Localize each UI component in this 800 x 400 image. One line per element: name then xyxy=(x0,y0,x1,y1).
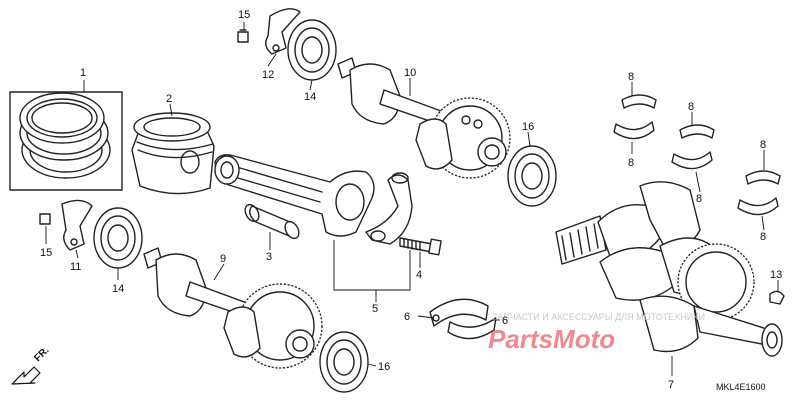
watermark-logo: PartsMoto xyxy=(488,324,615,354)
callout-8-c: 8 xyxy=(688,101,694,113)
rod-bolt[interactable] xyxy=(399,237,442,256)
callout-11: 11 xyxy=(70,261,81,273)
callout-16-lower: 16 xyxy=(378,361,390,373)
watermark-tagline: ЗАПЧАСТИ И АКСЕССУАРЫ ДЛЯ МОТОТЕХНИКИ xyxy=(492,312,705,322)
bearing-16-upper[interactable] xyxy=(507,145,557,207)
direction-label: FR. xyxy=(32,345,51,364)
bearing-16-lower[interactable] xyxy=(319,331,369,393)
bolt-lower[interactable] xyxy=(39,213,51,225)
callout-7: 7 xyxy=(668,379,674,391)
callout-15-upper: 15 xyxy=(238,9,250,21)
callout-1: 1 xyxy=(80,67,86,79)
callout-5: 5 xyxy=(372,303,378,315)
callout-8-a: 8 xyxy=(628,71,634,83)
callout-12: 12 xyxy=(262,69,274,81)
rod-bearing[interactable] xyxy=(429,298,497,340)
balancer-shaft-upper[interactable] xyxy=(337,57,511,179)
callout-8-d: 8 xyxy=(696,193,702,205)
callout-9: 9 xyxy=(220,253,226,265)
callout-6-right: 6 xyxy=(502,315,508,327)
callout-14-upper: 14 xyxy=(304,91,316,103)
rod-cap[interactable] xyxy=(365,172,413,245)
direction-arrow-icon xyxy=(11,366,41,385)
setting-plate-upper[interactable] xyxy=(265,8,301,55)
piston-pin[interactable] xyxy=(242,202,301,241)
front-direction-indicator: FR. xyxy=(11,345,52,385)
bolt-upper[interactable] xyxy=(237,29,249,43)
watermark: ЗАПЧАСТИ И АКСЕССУАРЫ ДЛЯ МОТОТЕХНИКИ Pa… xyxy=(488,312,705,354)
main-bearing-shells[interactable] xyxy=(613,94,781,216)
callout-14-lower: 14 xyxy=(112,283,124,295)
piston-rings[interactable] xyxy=(9,91,123,191)
callout-8-b: 8 xyxy=(628,157,634,169)
leader-lines xyxy=(45,22,779,376)
callout-13: 13 xyxy=(770,269,782,281)
callout-15-lower: 15 xyxy=(40,247,52,259)
diagram-code: MKL4E1600 xyxy=(716,382,766,392)
callout-10: 10 xyxy=(404,67,416,79)
callout-6-left: 6 xyxy=(404,311,410,323)
callout-4: 4 xyxy=(416,269,422,281)
callout-2: 2 xyxy=(166,93,172,105)
callout-8-e: 8 xyxy=(760,139,766,151)
woodruff-key[interactable] xyxy=(769,290,785,305)
bearing-14-lower[interactable] xyxy=(93,207,143,269)
callout-8-f: 8 xyxy=(760,231,766,243)
callout-16-upper: 16 xyxy=(522,121,534,133)
balancer-shaft-lower[interactable] xyxy=(143,247,323,369)
crankshaft[interactable] xyxy=(555,181,783,357)
callout-3: 3 xyxy=(266,251,272,263)
setting-plate-lower[interactable] xyxy=(61,199,93,251)
piston[interactable] xyxy=(131,112,215,195)
callout-numbers: 1 2 3 4 5 6 6 7 8 8 8 8 8 8 9 10 11 12 1… xyxy=(40,9,782,391)
connecting-rod[interactable] xyxy=(214,154,375,237)
bearing-14-upper[interactable] xyxy=(287,19,337,81)
